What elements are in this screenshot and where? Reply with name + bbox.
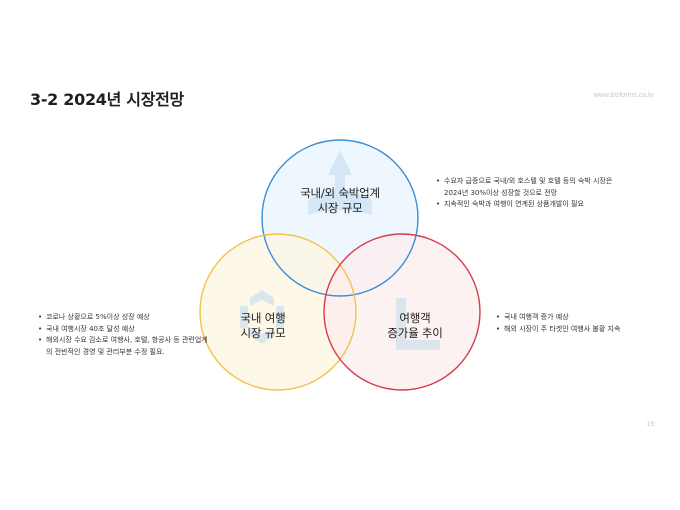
page-number: 19 xyxy=(646,421,654,428)
note-item: 지속적인 숙박과 여행이 연계된 상품개발이 필요 xyxy=(436,199,621,211)
note-item: 국내 여행객 증가 예상 xyxy=(496,312,661,324)
label-domestic-line1: 국내 여행 xyxy=(240,311,286,325)
lodging-watermark-icon xyxy=(308,150,372,215)
circle-travelers-outline xyxy=(323,233,481,391)
label-lodging-line2: 시장 규모 xyxy=(317,201,363,215)
note-item: 해외시장 수요 감소로 여행사, 호텔, 항공사 등 관련업계의 전반적인 경영… xyxy=(38,335,210,358)
label-domestic-line2: 시장 규모 xyxy=(240,326,286,340)
label-lodging-line1: 국내/외 숙박업계 xyxy=(300,186,380,200)
notes-left: 코로나 상황으로 5%이상 성장 예상 국내 여행시장 40조 달성 예상 해외… xyxy=(38,312,210,358)
note-item: 수요자 급증으로 국내/외 호스텔 및 호텔 등의 숙박 시장은 2024년 3… xyxy=(436,176,621,199)
page-title: 3-2 2024년 시장전망 xyxy=(30,90,184,109)
notes-right: 국내 여행객 증가 예상 해외 시장이 주 타겟인 여행사 불황 지속 xyxy=(496,312,661,335)
label-lodging: 국내/외 숙박업계 시장 규모 xyxy=(280,186,400,216)
note-item: 국내 여행시장 40조 달성 예상 xyxy=(38,324,210,336)
circle-lodging-outline xyxy=(261,139,419,297)
source-url: www.bizforms.co.kr xyxy=(593,92,654,99)
domestic-watermark-icon xyxy=(240,290,284,344)
note-item: 해외 시장이 주 타겟인 여행사 불황 지속 xyxy=(496,324,661,336)
label-travelers-line2: 증가율 추이 xyxy=(387,326,443,340)
label-travelers-line1: 여행객 xyxy=(399,311,431,325)
travelers-watermark-icon xyxy=(396,298,440,350)
note-item: 코로나 상황으로 5%이상 성장 예상 xyxy=(38,312,210,324)
notes-top-right: 수요자 급증으로 국내/외 호스텔 및 호텔 등의 숙박 시장은 2024년 3… xyxy=(436,176,621,211)
label-travelers: 여행객 증가율 추이 xyxy=(370,311,460,341)
label-domestic: 국내 여행 시장 규모 xyxy=(218,311,308,341)
